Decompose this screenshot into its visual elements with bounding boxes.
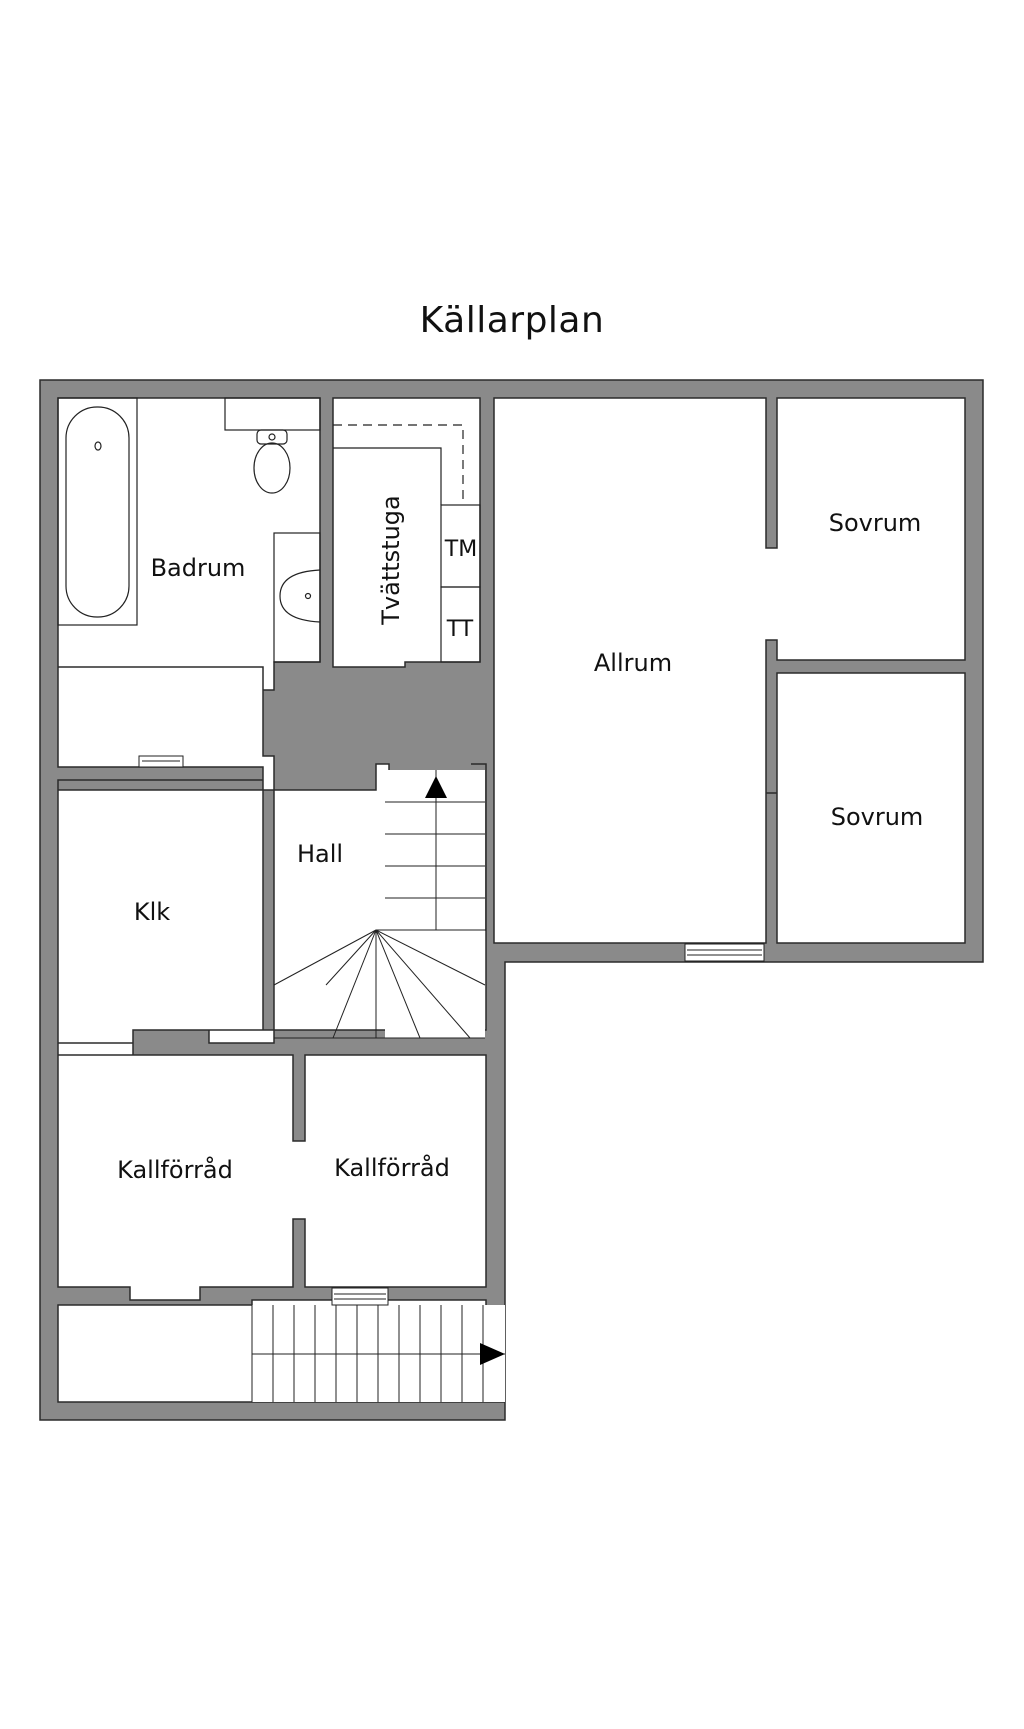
hall-stair-arrow: [425, 776, 447, 798]
fixture-label-tm: TM: [444, 537, 477, 562]
room-label-kallforrad-2: Kallförråd: [334, 1153, 450, 1182]
room-label-sovrum-1: Sovrum: [829, 509, 922, 537]
exterior-stair-arrow: [480, 1343, 505, 1365]
windows: [138, 755, 765, 1306]
room-label-badrum: Badrum: [151, 554, 246, 582]
bathtub: [57, 397, 138, 626]
room-label-klk: Klk: [134, 898, 170, 926]
room-label-sovrum-2: Sovrum: [831, 803, 924, 831]
room-label-tvattstuga: Tvättstuga: [377, 495, 405, 625]
plan-title: Källarplan: [419, 300, 605, 341]
room-label-kallforrad-1: Kallförråd: [117, 1155, 233, 1184]
exterior-stairs: [251, 1305, 505, 1402]
fixture-label-tt: TT: [446, 617, 474, 642]
laundry-fixtures: [333, 424, 481, 663]
toilet: [224, 397, 321, 494]
walls: [39, 379, 984, 1421]
room-label-allrum: Allrum: [594, 649, 672, 677]
room-label-hall: Hall: [297, 840, 343, 868]
sink: [273, 532, 321, 663]
